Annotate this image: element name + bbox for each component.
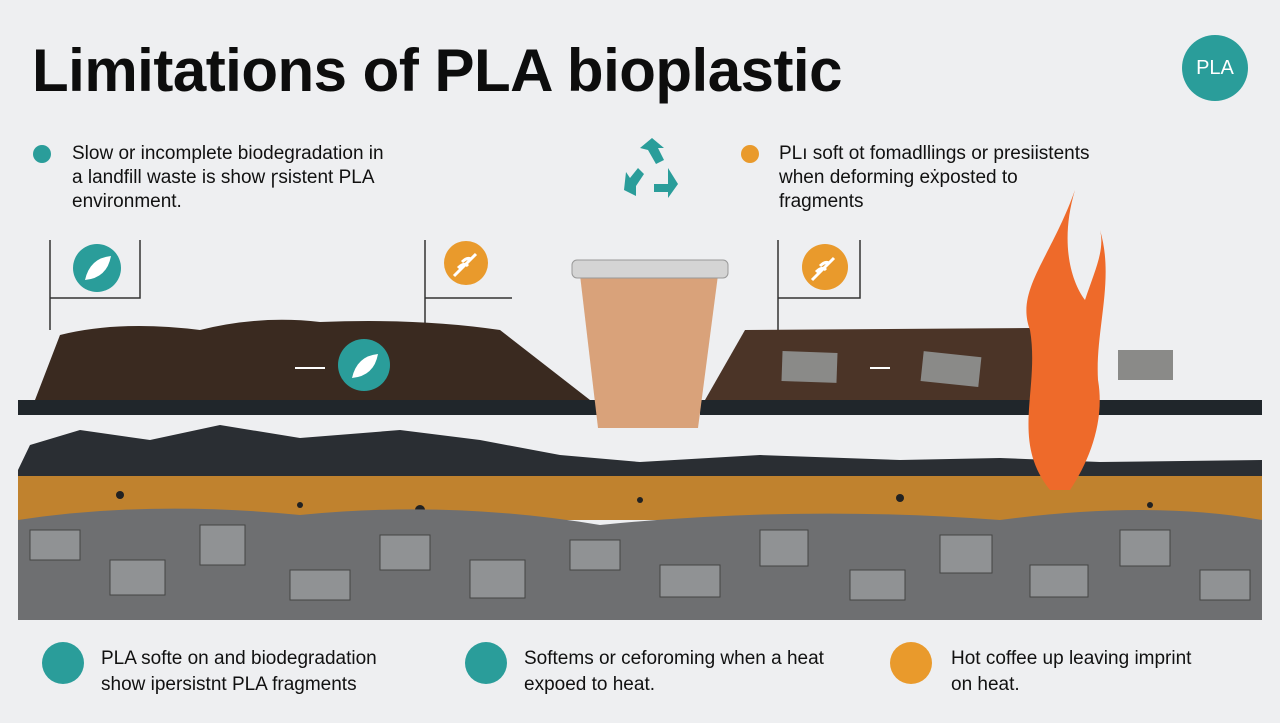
bottom-point-1: PLA softe on and biodegradation show ipe… [101,648,377,695]
frame-lines [49,240,863,400]
ground-band [18,400,598,415]
bullet-dot-orange [741,145,759,163]
recycle-icon [624,138,678,198]
bullet-dot-teal [465,642,507,684]
page-title: Limitations of PLA bioplastic [32,37,842,104]
pla-fragment [1118,350,1173,380]
bullet-dot-teal [33,145,51,163]
bottom-point-2: Softems or ceforoming when a heat expoed… [524,648,824,695]
bullet-dot-teal [42,642,84,684]
flame-icon [1026,190,1106,490]
rubble-layer [18,425,1262,478]
pla-badge: PLA [1182,35,1248,101]
soil-mound [705,328,1075,400]
pla-fragment [781,351,838,383]
top-point-1: Slow or incomplete biodegradation in a l… [72,143,384,212]
bullet-dot-orange [890,642,932,684]
ground-band [700,400,1262,415]
bottom-point-3: Hot coffee up leaving imprint on heat. [951,648,1192,695]
pla-fragment [920,351,982,388]
rocks [29,524,1251,601]
top-point-2: PLı soft ot fomadllings or presiistents … [779,143,1090,212]
soil-mound [35,319,590,400]
coffee-cup-icon [571,259,729,428]
